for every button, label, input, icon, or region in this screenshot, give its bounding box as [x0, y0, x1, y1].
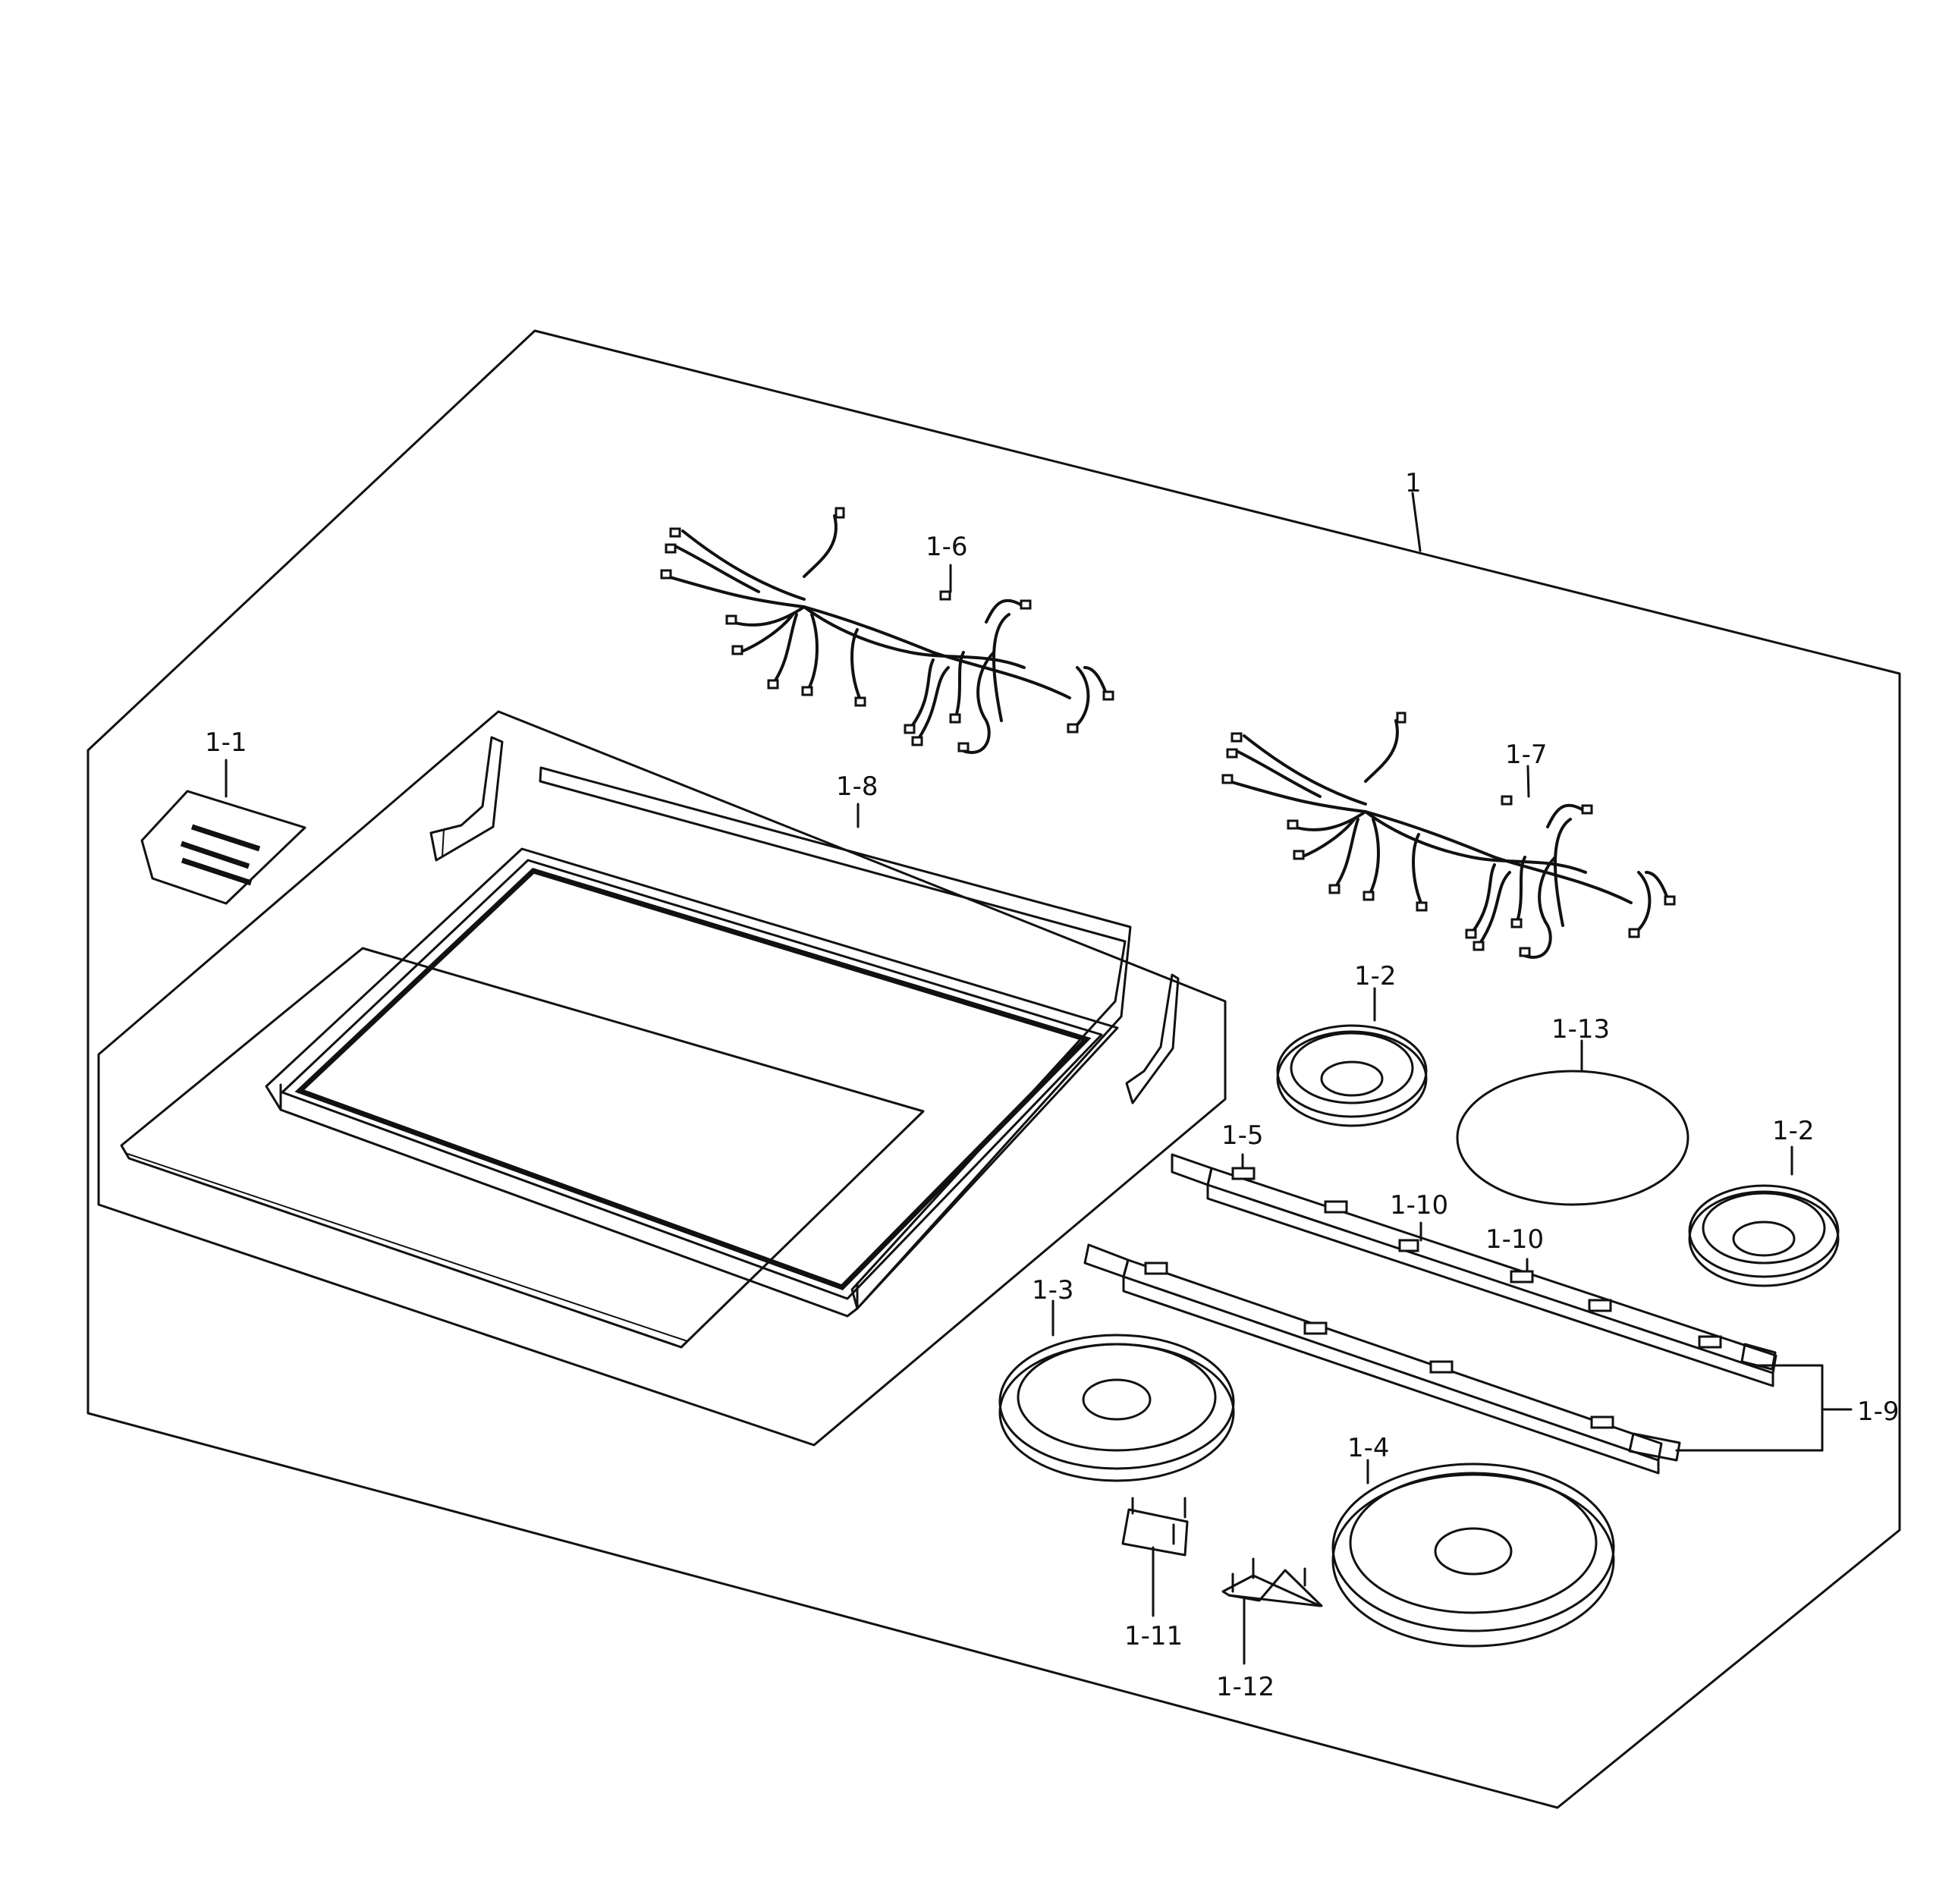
part-1-13-disc[interactable]	[1456, 1070, 1689, 1206]
part-1-7-wire-harness[interactable]	[1221, 712, 1676, 959]
label-part-1-1: 1-1	[205, 727, 247, 758]
label-part-1-10-right: 1-10	[1485, 1224, 1544, 1255]
label-part-1-4: 1-4	[1347, 1433, 1390, 1463]
label-part-1-7: 1-7	[1505, 740, 1548, 770]
label-part-1-3: 1-3	[1032, 1275, 1074, 1305]
label-part-1-2-right: 1-2	[1772, 1116, 1815, 1146]
part-1-1-label-pad[interactable]	[140, 790, 306, 905]
part-1-12-bracket[interactable]	[1221, 1557, 1323, 1607]
part-1-3-burner-ring[interactable]	[998, 1334, 1235, 1482]
label-part-1-13: 1-13	[1551, 1014, 1610, 1045]
label-part-1-6: 1-6	[926, 532, 968, 562]
cooktop-subassembly-outline	[97, 710, 1227, 1447]
label-part-1-9: 1-9	[1857, 1397, 1900, 1427]
part-1-9-mounting-rail-upper[interactable]	[1171, 1153, 1777, 1387]
label-part-1-2-upper: 1-2	[1354, 961, 1397, 991]
label-part-1-11: 1-11	[1124, 1621, 1183, 1651]
part-1-9-mounting-rail-lower[interactable]	[1083, 1243, 1681, 1475]
label-assembly-1: 1	[1405, 468, 1422, 498]
leader-lines	[225, 492, 1853, 1665]
part-1-2-burner-ring-upper[interactable]	[1276, 1024, 1428, 1127]
part-1-2-burner-ring-right[interactable]	[1688, 1184, 1840, 1287]
part-labels: 1 1-1 1-2 1-2 1-3 1-4 1-5 1-6 1-7 1-8 1-…	[205, 468, 1900, 1702]
assembly-outline	[86, 329, 1901, 1809]
part-1-4-burner-ring[interactable]	[1331, 1463, 1615, 1648]
label-part-1-5: 1-5	[1221, 1120, 1264, 1151]
part-1-6-wire-harness[interactable]	[660, 507, 1114, 754]
part-1-8-cooktop-frame[interactable]	[120, 736, 1180, 1349]
label-part-1-10-left: 1-10	[1390, 1190, 1448, 1221]
label-part-1-12: 1-12	[1216, 1672, 1275, 1702]
part-1-11-bracket[interactable]	[1121, 1497, 1189, 1557]
label-part-1-8: 1-8	[836, 771, 878, 802]
